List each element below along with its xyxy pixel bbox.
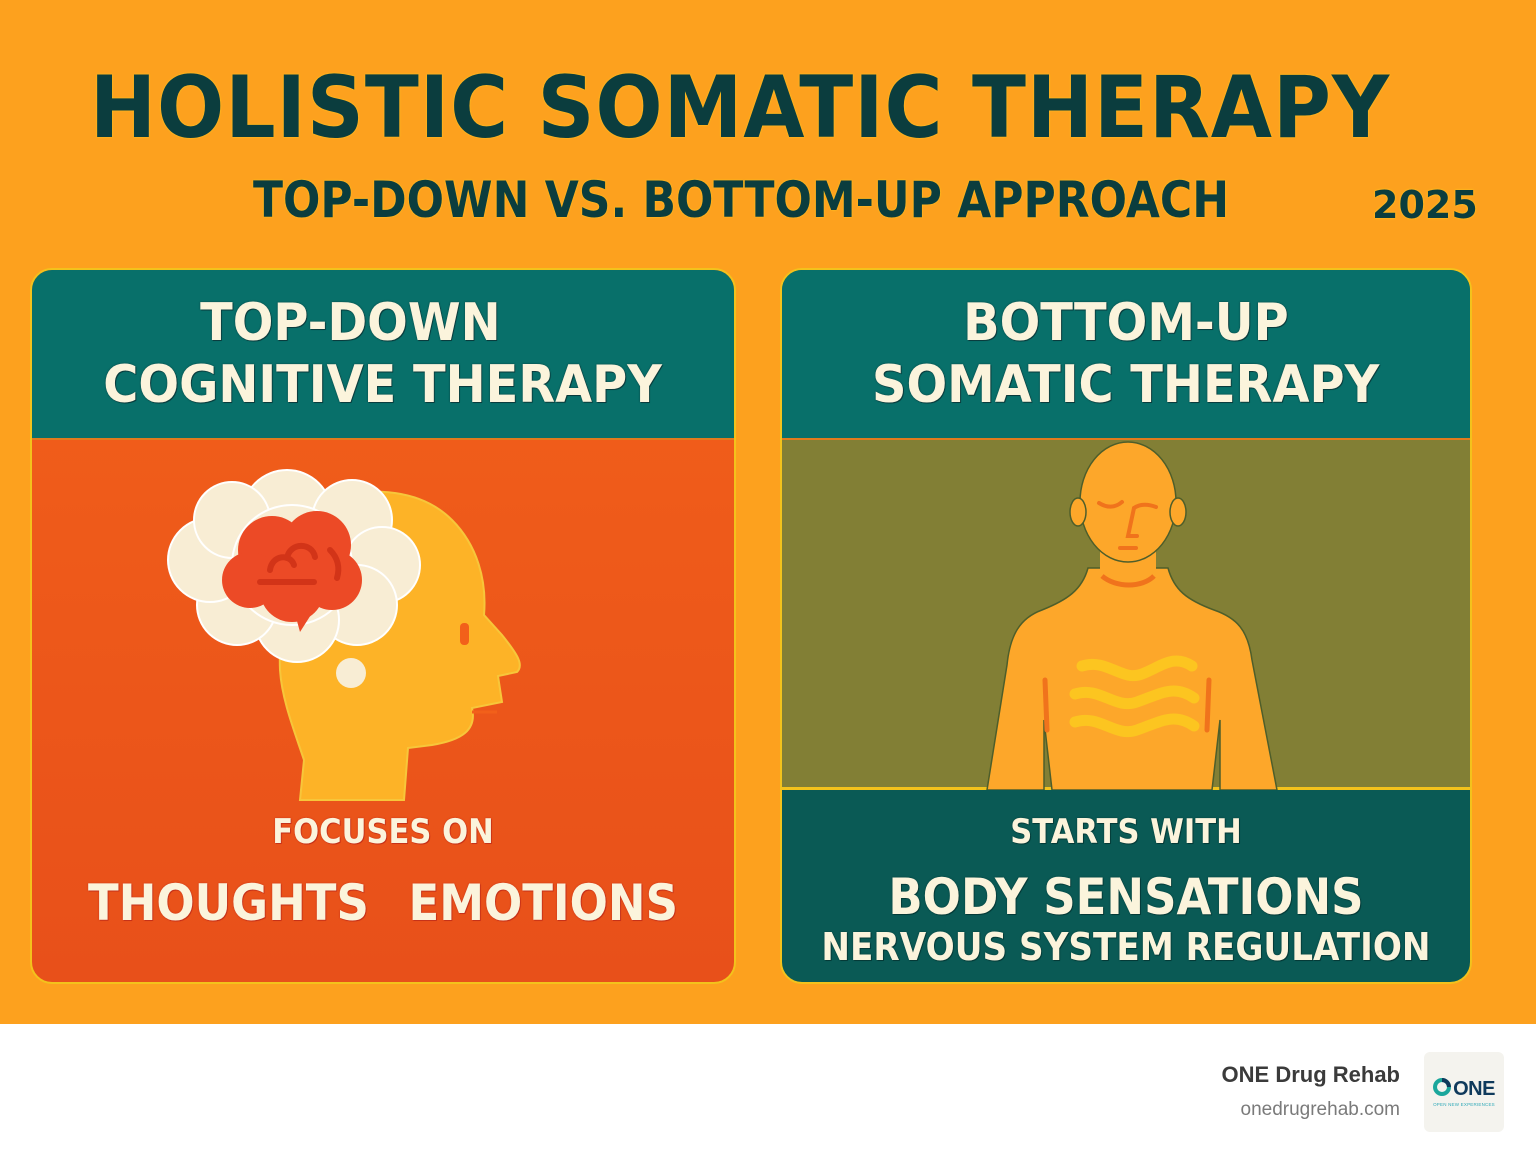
- infographic-poster: HOLISTIC SOMATIC THERAPY TOP-DOWN VS. BO…: [0, 0, 1536, 1024]
- caption-item-thoughts: THOUGHTS: [87, 874, 369, 932]
- bottom-up-panel-header: BOTTOM-UP SOMATIC THERAPY: [782, 270, 1470, 440]
- top-down-caption-items: THOUGHTS EMOTIONS: [67, 874, 699, 932]
- brand-url-link[interactable]: onedrugrehab.com: [1240, 1099, 1401, 1120]
- brand-name: ONE Drug Rehab: [1221, 1062, 1400, 1087]
- top-down-panel: TOP-DOWN COGNITIVE THERAPY: [30, 268, 736, 984]
- bottom-up-panel: BOTTOM-UP SOMATIC THERAPY: [780, 268, 1472, 984]
- top-down-caption-intro: FOCUSES ON: [272, 812, 494, 852]
- panel-heading-line: SOMATIC THERAPY: [872, 355, 1380, 415]
- page-subtitle: TOP-DOWN VS. BOTTOM-UP APPROACH: [252, 171, 1230, 229]
- ring-logo-icon: [1433, 1078, 1452, 1100]
- logo-tagline: OPEN NEW EXPERIENCES: [1433, 1101, 1495, 1107]
- footer: ONE Drug Rehab onedrugrehab.com ONE OPEN…: [0, 1024, 1536, 1154]
- head-thought-bubble-icon: [32, 440, 734, 810]
- bottom-up-caption-sub: NERVOUS SYSTEM REGULATION: [821, 925, 1431, 969]
- bottom-up-caption-intro: STARTS WITH: [1010, 812, 1242, 852]
- panel-heading-line: BOTTOM-UP: [963, 293, 1289, 353]
- top-down-panel-header: TOP-DOWN COGNITIVE THERAPY: [32, 270, 734, 440]
- page-title: HOLISTIC SOMATIC THERAPY: [89, 58, 1391, 158]
- brand-logo: ONE OPEN NEW EXPERIENCES: [1424, 1052, 1504, 1132]
- bottom-up-caption-main: BODY SENSATIONS: [888, 868, 1364, 926]
- panel-heading-line: TOP-DOWN: [199, 293, 501, 353]
- year-label: 2025: [1372, 183, 1478, 227]
- logo-text: ONE: [1453, 1077, 1495, 1100]
- caption-item-emotions: EMOTIONS: [408, 874, 679, 932]
- body-breath-waves-icon: [782, 440, 1470, 791]
- panel-heading-line: COGNITIVE THERAPY: [103, 355, 663, 415]
